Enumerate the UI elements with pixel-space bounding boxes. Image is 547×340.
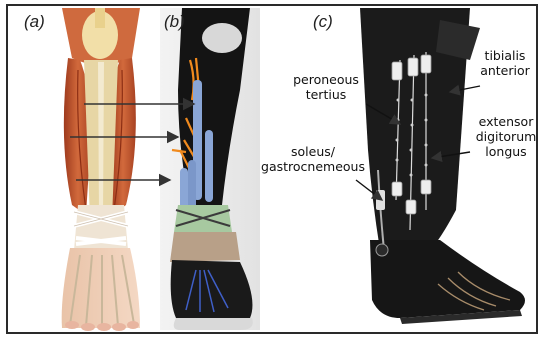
label-line: extensor <box>474 114 538 129</box>
label-line: tertius <box>290 87 362 102</box>
label-tibialis-anterior: tibialis anterior <box>474 48 536 78</box>
panel-b-schematic-leg <box>160 8 260 330</box>
label-line: longus <box>474 144 538 159</box>
panel-label-c: (c) <box>313 12 333 32</box>
label-soleus-gastrocnemeous: soleus/ gastrocnemeous <box>260 144 366 174</box>
label-peroneous-tertius: peroneous tertius <box>290 72 362 102</box>
label-line: anterior <box>474 63 536 78</box>
label-extensor-digitorum-longus: extensor digitorum longus <box>474 114 538 159</box>
label-line: soleus/ <box>260 144 366 159</box>
label-line: tibialis <box>474 48 536 63</box>
label-line: digitorum <box>474 129 538 144</box>
panel-label-a: (a) <box>24 12 45 32</box>
label-line: peroneous <box>290 72 362 87</box>
label-line: gastrocnemeous <box>260 159 366 174</box>
panel-a-leg-illustration <box>62 8 140 331</box>
panel-label-b: (b) <box>164 12 185 32</box>
